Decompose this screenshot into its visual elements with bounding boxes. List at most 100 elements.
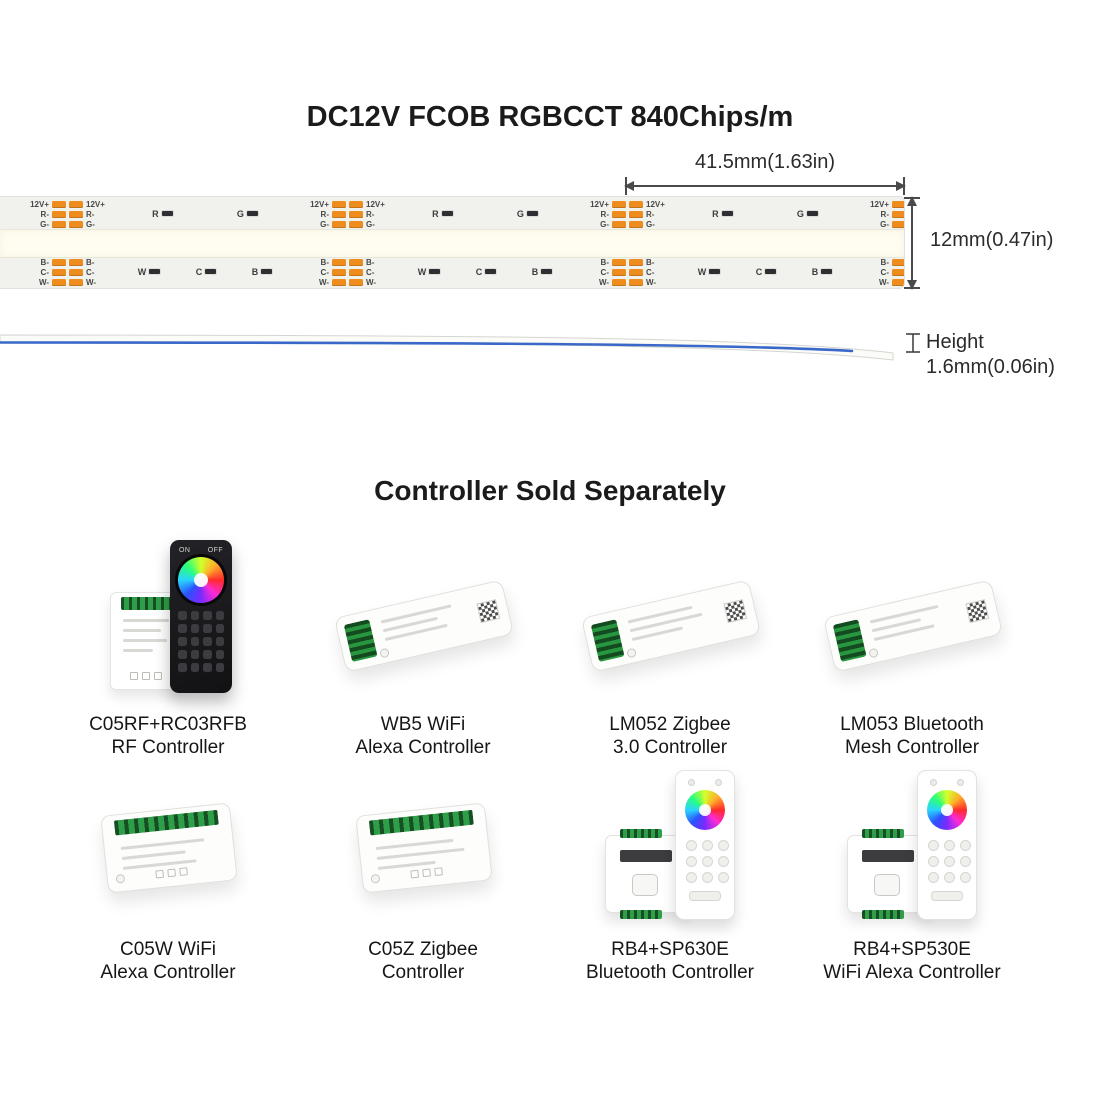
solder-pad-group: 12V+12V+R-R-G-G-	[305, 200, 390, 229]
controller-card-c05rf: ON OFF C05RF+RC03RFB RF Controller	[48, 540, 288, 759]
pad-label: G-	[40, 219, 49, 229]
pad-label: B-	[600, 257, 609, 267]
controller-label: RB4+SP530E WiFi Alexa Controller	[792, 938, 1032, 984]
screw-hole	[868, 647, 879, 659]
solder-pad-group: B-B-C-C-W-W-	[25, 258, 110, 287]
remote-button	[944, 856, 955, 867]
controller-unit	[100, 802, 238, 894]
solder-pad-group: 12V+12V+R-R-G-G-	[25, 199, 110, 229]
controller-type: Controller	[381, 962, 465, 984]
remote-button	[178, 663, 187, 672]
channel-marker: G	[237, 209, 258, 219]
controller-photo	[792, 540, 1032, 705]
dimension-tick	[904, 287, 920, 289]
solder-pad-row: 12V+12V+	[585, 200, 670, 209]
pad-label: G-	[600, 219, 609, 229]
solder-pad	[69, 200, 83, 208]
controller-photo: ON OFF	[48, 540, 288, 705]
solder-pad-row: W-W-	[305, 278, 390, 287]
off-label: OFF	[207, 547, 223, 554]
solder-pad	[52, 268, 66, 276]
remote-button	[944, 872, 955, 883]
pad-label: R-	[86, 209, 95, 219]
pad-label: R-	[880, 209, 889, 219]
screw-hole	[626, 647, 637, 659]
remote-button	[178, 650, 187, 659]
channel-marker: R	[152, 209, 173, 219]
print-line	[123, 619, 169, 622]
solder-pad	[612, 200, 626, 208]
print-line	[123, 629, 161, 632]
solder-pad	[332, 220, 346, 228]
remote-button	[190, 611, 199, 620]
screw-hole	[379, 647, 390, 659]
solder-pad-row: B- B-	[305, 257, 390, 267]
solder-pad-row: 12V+12V+	[25, 199, 110, 209]
remote-buttons	[170, 607, 232, 676]
solder-pad	[69, 210, 83, 218]
remote-button	[178, 637, 187, 646]
solder-pad-group: 12V+12V+R-R-G-G-	[865, 200, 904, 229]
solder-pad-row: R-R-	[305, 210, 390, 219]
remote-button	[203, 663, 212, 672]
terminal-block	[832, 619, 867, 663]
remote-button	[718, 840, 729, 851]
print-line	[121, 850, 186, 860]
controller-name: C05RF+RC03RFB	[89, 714, 247, 735]
pad-label: 12V+	[30, 199, 49, 209]
remote-buttons	[918, 834, 976, 889]
remote-button	[215, 650, 224, 659]
solder-pad	[332, 200, 346, 208]
controller-unit	[355, 802, 493, 894]
print-line	[123, 639, 167, 642]
cert-mark	[434, 867, 443, 877]
channel-marker: B	[252, 267, 273, 277]
remote-button	[686, 872, 697, 883]
channel-letter: W	[697, 266, 707, 277]
smd-component-icon	[441, 211, 453, 216]
solder-pad	[332, 210, 346, 218]
controller-photo	[550, 540, 790, 705]
smd-component-icon	[526, 211, 538, 216]
terminal-block	[343, 619, 378, 663]
solder-pad-group: B-B-C-C-W-W-	[865, 258, 904, 287]
pad-label: B-	[366, 257, 375, 267]
controller-unit	[605, 829, 687, 919]
print-line	[375, 838, 454, 851]
pcb-blue-line	[0, 341, 854, 353]
solder-pad-row: C-C-	[25, 268, 110, 277]
controller-name: C05W WiFi	[119, 939, 217, 960]
remote-button	[718, 872, 729, 883]
remote-button	[931, 891, 963, 901]
cert-mark	[422, 868, 432, 878]
controllers-section-title: Controller Sold Separately	[374, 475, 726, 507]
controller-type: 3.0 Controller	[612, 737, 728, 759]
certification-marks	[363, 862, 491, 883]
print-line	[123, 649, 153, 652]
controller-unit	[333, 579, 515, 673]
pad-label: C-	[320, 267, 329, 277]
channel-letter: G	[796, 208, 804, 219]
terminal-block	[620, 829, 662, 838]
solder-pad-row: G-G-	[25, 219, 110, 229]
controller-label: RB4+SP630E Bluetooth Controller	[550, 938, 790, 984]
remote-button	[960, 856, 971, 867]
channel-marker: G	[517, 209, 538, 219]
solder-pad	[629, 258, 643, 266]
channel-letter: B	[251, 266, 259, 277]
solder-pad	[892, 258, 904, 266]
solder-pad-row: C-C-	[305, 267, 390, 277]
pad-label: B-	[320, 257, 329, 267]
remote-button	[960, 872, 971, 883]
rf-remote: ON OFF	[170, 540, 232, 693]
controller-name: LM053 Bluetooth	[840, 714, 984, 735]
solder-pad	[52, 278, 66, 286]
controller-name: C05Z Zigbee	[368, 939, 478, 960]
remote-buttons	[676, 834, 734, 889]
solder-pad-row: R-R-	[865, 209, 904, 219]
strip-top-band: 12V+12V+R-R-G-G- 12V+12V+R-R-G-G- 12V+12…	[0, 197, 904, 230]
channel-marker: C	[196, 267, 217, 277]
